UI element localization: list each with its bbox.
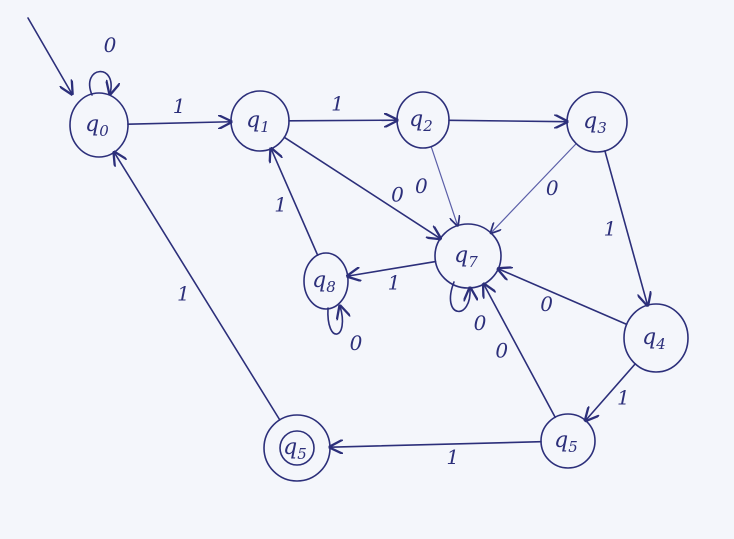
state-q8: q8 [303,252,349,310]
edge-q2-q3 [448,120,567,121]
self-loop-q7 [449,281,470,313]
edge-q7-q8 [348,260,437,277]
state-circle [396,91,450,149]
state-circle [434,223,502,289]
state-circle [623,303,689,373]
edge-q3-q7 [491,143,577,233]
transition-label: 1 [617,386,630,410]
transition-label: 0 [415,174,428,198]
state-q5: q5 [540,413,596,469]
transition-label: 1 [446,445,459,469]
state-circle [69,92,129,158]
state-q0: q0 [69,92,129,158]
transition-label: 0 [474,311,487,335]
self-loop-q8 [327,306,343,335]
state-label: q3 [583,109,607,137]
transition-label: 1 [177,281,190,305]
state-circle [540,413,596,469]
edge-q5-q5_final [330,442,542,447]
edge-q4-q7 [498,269,628,326]
state-label: q5 [283,435,307,463]
edge-q5_final-q0 [114,152,281,421]
transition-label: 0 [104,33,117,57]
transition-label: 0 [391,182,404,206]
transition-label: 1 [173,94,186,118]
transition-label: 1 [274,192,287,216]
transition-label: 0 [495,339,508,363]
state-q3: q3 [566,91,628,153]
edge-q0-q1 [127,122,231,124]
edge-q4-q5 [586,363,637,421]
state-q7: q7 [434,223,502,289]
state-label: q8 [312,268,336,296]
state-circle [566,91,628,153]
edge-q5-q7 [484,284,556,419]
accepting-ring [279,430,315,466]
edge-q8-q1 [271,149,319,256]
state-q1: q1 [230,90,290,152]
transition-label: 1 [388,271,401,295]
state-q2: q2 [396,91,450,149]
edge-q1-q2 [288,120,397,121]
state-circle [230,90,290,152]
transition-label: 0 [546,176,559,200]
state-label: q1 [246,108,270,136]
edge-q2-q7 [430,145,457,226]
state-label: q5 [554,428,578,456]
state-q5-final: q5 [263,414,331,482]
edge-q1-q7 [283,136,440,238]
state-q4: q4 [623,303,689,373]
transition-label: 1 [331,92,344,116]
self-loop-q0 [89,70,111,95]
transition-label: 0 [350,331,363,355]
edge-q3-q4 [604,150,648,305]
transition-label: 0 [540,292,553,316]
transition-label: 1 [604,216,617,240]
state-circle [303,252,349,310]
state-circle [263,414,331,482]
state-label: q0 [85,112,109,140]
state-label: q4 [642,325,666,353]
state-label: q7 [454,243,478,271]
start-arrow [27,17,72,94]
state-label: q2 [409,107,433,135]
